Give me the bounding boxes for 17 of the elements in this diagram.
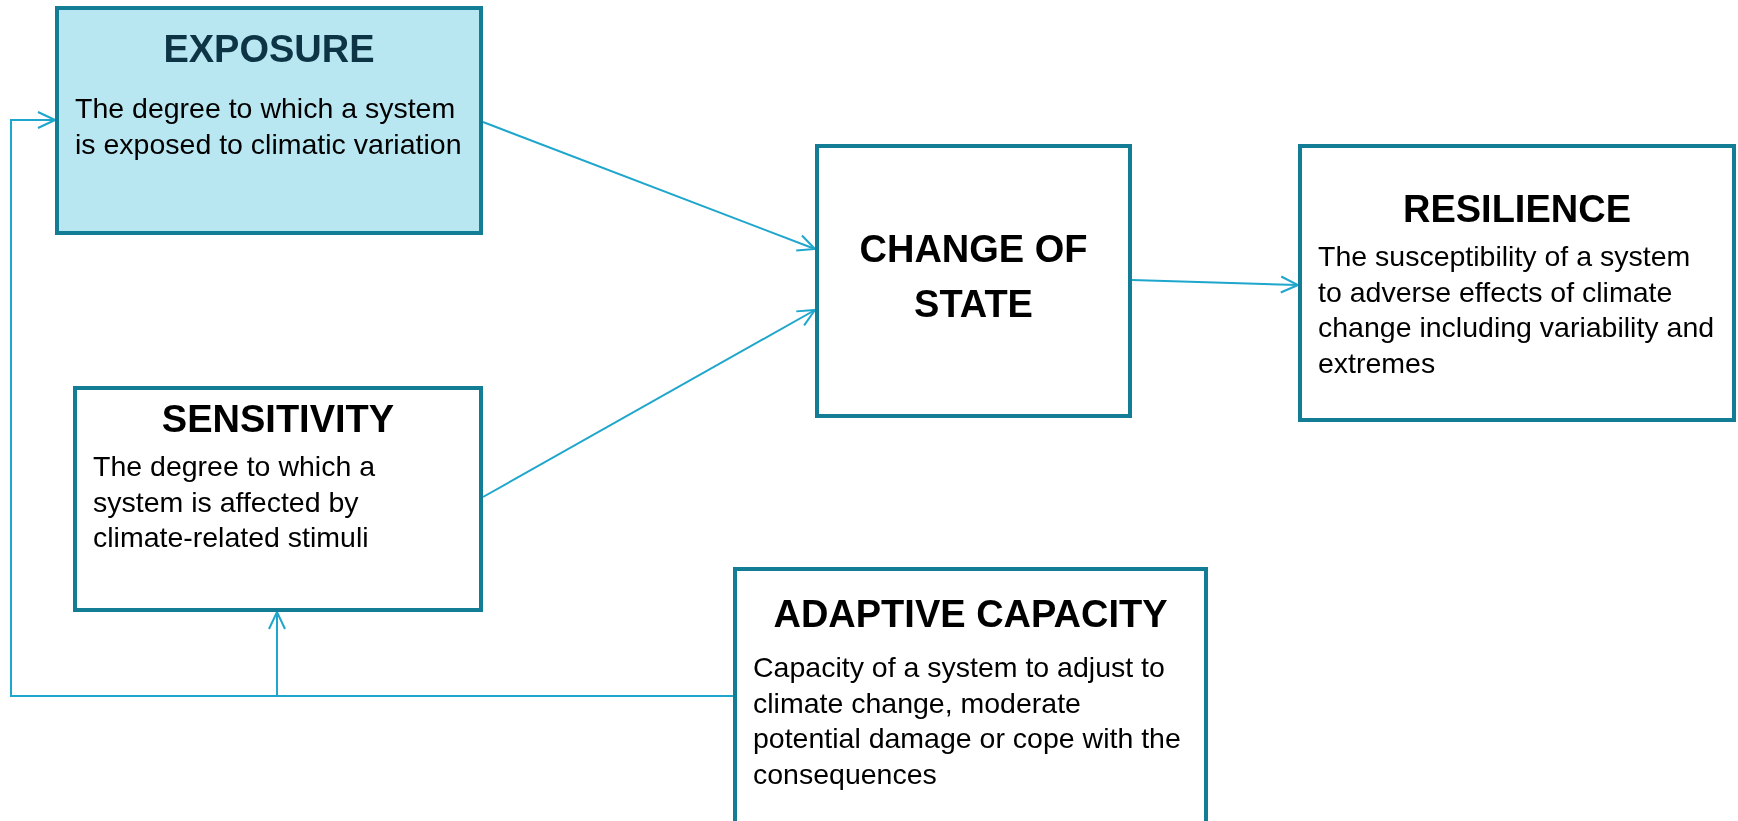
box-description: The degree to which a system is exposed to climatic variation — [75, 91, 463, 162]
sensitivity-box — [73, 386, 483, 612]
capacity-box — [733, 567, 1208, 821]
box-heading: CHANGE OF STATE — [858, 226, 1089, 327]
box-heading: ADAPTIVE CAPACITY — [772, 593, 1169, 636]
box-description: Capacity of a system to adjust to climate change, moderate potential damage or cope with the consequences — [753, 650, 1182, 792]
arrow — [1131, 275, 1299, 294]
arrow — [482, 309, 816, 498]
state-box — [815, 144, 1132, 418]
box-heading: SENSITIVITY — [160, 398, 396, 441]
box-description: The susceptibility of a system to adverse effects of climate change including variability and extremes — [1318, 239, 1716, 381]
box-heading: EXPOSURE — [162, 28, 376, 71]
box-heading: RESILIENCE — [1401, 188, 1632, 231]
exposure-box — [55, 6, 483, 235]
resilience-box — [1298, 144, 1736, 422]
box-description: The degree to which a system is affected by climate-related stimuli — [93, 449, 376, 556]
arrow — [482, 121, 816, 252]
